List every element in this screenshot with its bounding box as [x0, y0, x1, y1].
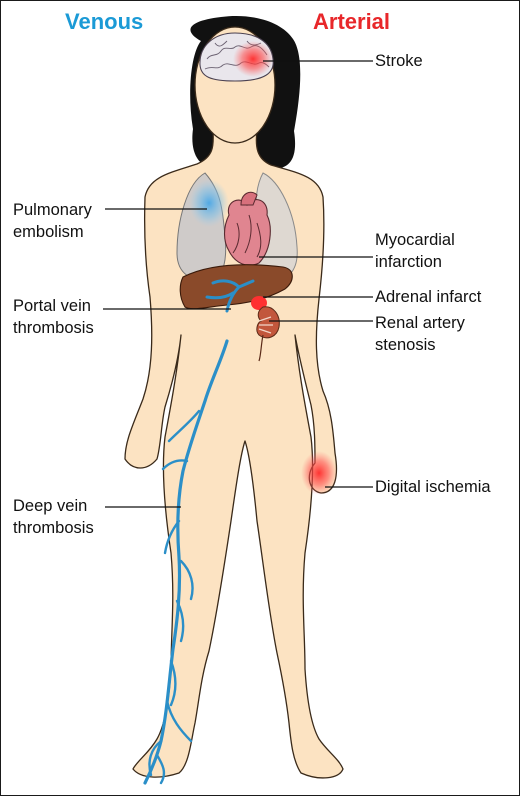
body-outline	[124, 130, 344, 779]
arterial-header: Arterial	[313, 9, 391, 34]
label-adrenal-infarct: Adrenal infarct	[375, 288, 482, 306]
label-stroke: Stroke	[375, 52, 423, 70]
aorta-arch	[240, 191, 258, 206]
label-renal-artery-stenosis: Renal artery stenosis	[375, 314, 465, 354]
leader-lines	[103, 60, 373, 508]
stroke-highlight	[233, 41, 273, 77]
kidney-vessels	[258, 316, 273, 334]
deep-vein-branches	[148, 409, 201, 785]
deep-vein-main	[143, 339, 229, 785]
label-myocardial-infarction: Myocardial infarction	[375, 231, 455, 271]
label-pulmonary-embolism: Pulmonary embolism	[13, 201, 92, 241]
label-digital-ischemia: Digital ischemia	[375, 478, 491, 496]
ureter	[258, 334, 264, 362]
label-portal-vein-thrombosis: Portal vein thrombosis	[13, 297, 94, 337]
heart	[223, 199, 271, 266]
venous-header: Venous	[65, 9, 144, 34]
portal-vein	[205, 279, 255, 313]
pulmonary-embolism-highlight	[189, 179, 229, 227]
label-deep-vein-thrombosis: Deep vein thrombosis	[13, 497, 94, 537]
heart-vessels	[232, 214, 262, 258]
digital-ischemia-highlight	[301, 451, 337, 495]
